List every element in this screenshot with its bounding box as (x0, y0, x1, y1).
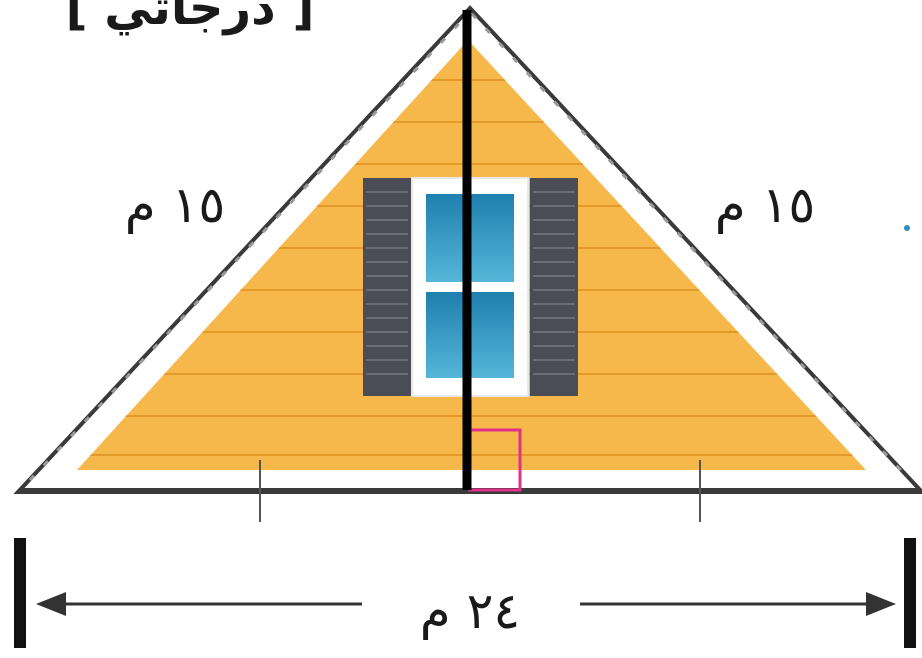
dimension-left-bar (14, 538, 26, 648)
right-shutter (530, 178, 578, 396)
dimension-arrow-right (866, 592, 896, 616)
stray-dot (904, 225, 910, 231)
left-side-label: ١٥ م (125, 176, 226, 234)
dimension-arrow-left (36, 592, 66, 616)
right-side-label: ١٥ م (715, 176, 816, 234)
dimension-right-bar (904, 538, 916, 648)
header-label: [ دﺭﺟﺎﺗﻲ ] (66, 0, 315, 36)
base-label: ٢٤ م (420, 582, 521, 640)
left-shutter (363, 178, 411, 396)
